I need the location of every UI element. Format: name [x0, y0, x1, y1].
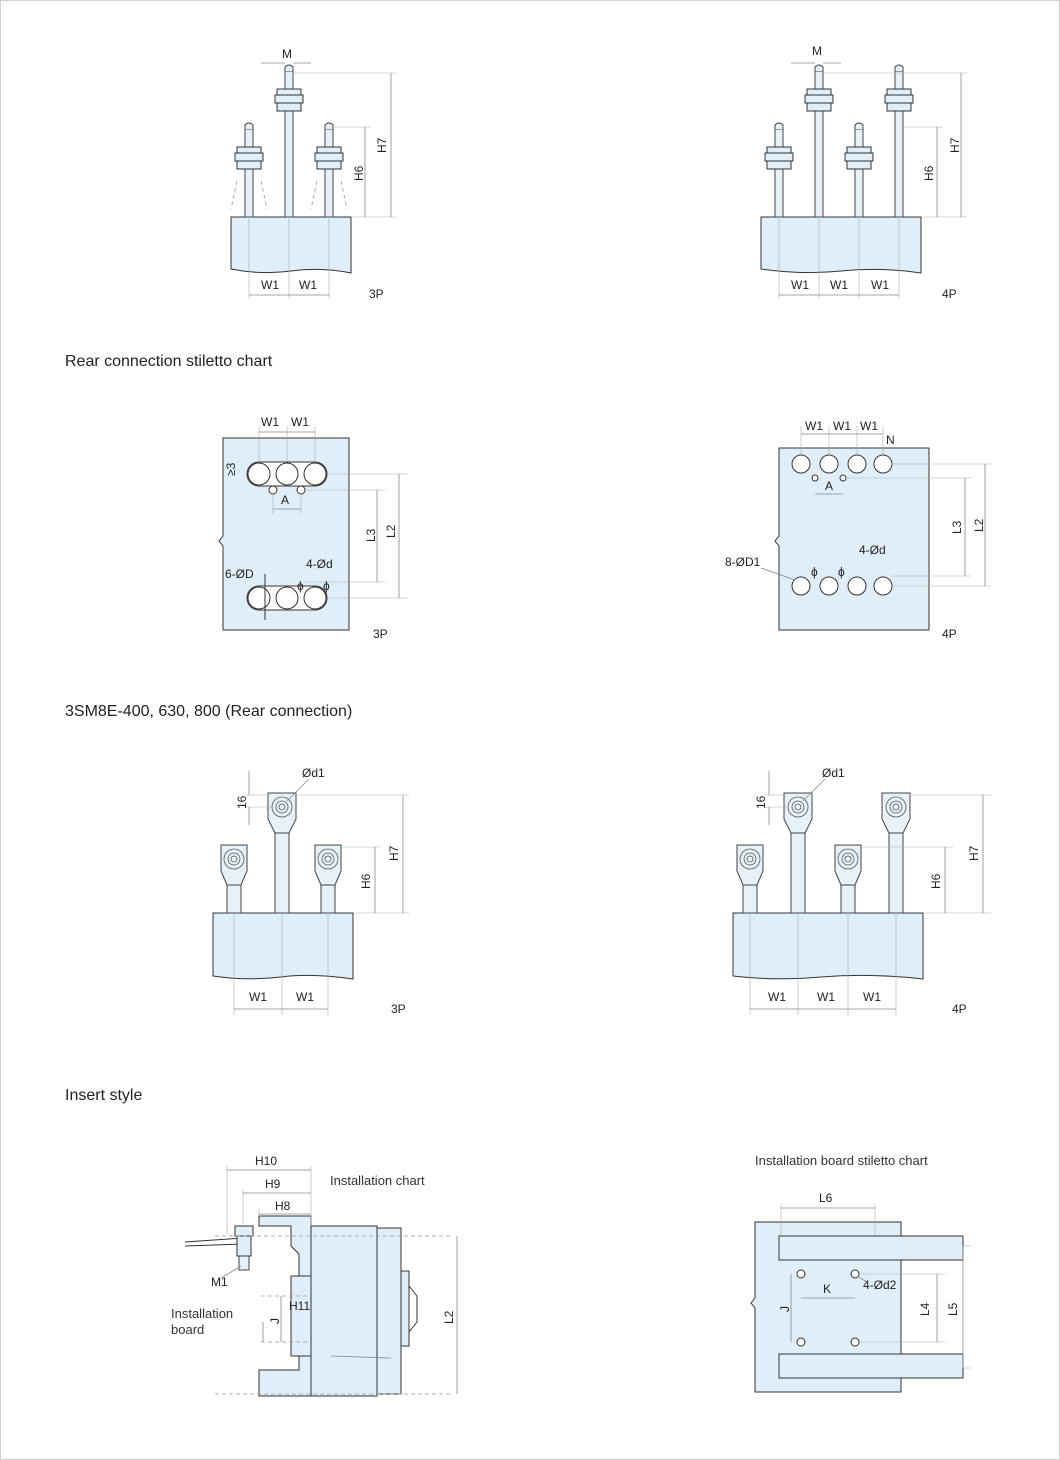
rear-stiletto-4p-diagram: W1 W1 W1 N A L3 L2 8-ØD1 4-Ød ϕ ϕ 4P	[725, 419, 991, 641]
w1-label: W1	[249, 990, 267, 1004]
phi-symbol: ϕ	[811, 565, 818, 579]
pole-4p-label: 4P	[942, 287, 957, 301]
l2-label: L2	[442, 1310, 456, 1324]
pole-3p-label: 3P	[369, 287, 384, 301]
16-label: 16	[754, 795, 768, 809]
rear-connection-3p-diagram: Ød1 16 H7 H6 W1 W1 3P	[212, 766, 409, 1016]
rear-stiletto-heading: Rear connection stiletto chart	[65, 353, 273, 370]
a-label: A	[825, 479, 833, 493]
w1-label: W1	[805, 419, 823, 433]
h6-label: H6	[352, 165, 366, 181]
installation-chart-caption: Installation chart	[330, 1173, 425, 1188]
4-od-label: 4-Ød	[306, 557, 333, 571]
rear-stiletto-3p-diagram: W1 W1 ≥3 A L3 L2 6-ØD 4-Ød ϕ ϕ 3P	[218, 415, 407, 641]
w1-label: W1	[299, 278, 317, 292]
installation-board-stiletto-caption: Installation board stiletto chart	[755, 1153, 928, 1168]
16-label: 16	[235, 795, 249, 809]
n-label: N	[886, 433, 895, 447]
l3-label: L3	[364, 528, 378, 542]
rear-connection-4p-diagram: Ød1 16 H7 H6 W1 W1 W1 4P	[732, 766, 991, 1016]
l2-label: L2	[384, 524, 398, 538]
l4-label: L4	[918, 1302, 932, 1316]
installation-board-caption: Installation board	[171, 1306, 234, 1337]
h7-label: H7	[967, 845, 981, 861]
h6-label: H6	[929, 873, 943, 889]
phi-symbol: ϕ	[838, 565, 845, 579]
w1-label: W1	[261, 278, 279, 292]
l3-label: L3	[950, 520, 964, 534]
l5-label: L5	[946, 1302, 960, 1316]
w1-label: W1	[261, 415, 279, 429]
l2-label: L2	[972, 518, 986, 532]
h7-label: H7	[375, 137, 389, 153]
w1-label: W1	[830, 278, 848, 292]
4-od2-label: 4-Ød2	[863, 1278, 897, 1292]
w1-label: W1	[833, 419, 851, 433]
l6-label: L6	[819, 1191, 833, 1205]
6-od-label: 6-ØD	[225, 567, 254, 581]
h7-label: H7	[387, 845, 401, 861]
h9-label: H9	[265, 1177, 281, 1191]
pole-4p-label: 4P	[952, 1002, 967, 1016]
rear-connection-heading: 3SM8E-400, 630, 800 (Rear connection)	[65, 703, 353, 720]
4-od-label: 4-Ød	[859, 543, 886, 557]
od1-label: Ød1	[822, 766, 845, 780]
od1-label: Ød1	[302, 766, 325, 780]
h7-label: H7	[948, 137, 962, 153]
h10-label: H10	[255, 1154, 277, 1168]
w1-label: W1	[291, 415, 309, 429]
m-label: M	[812, 44, 822, 58]
phi-symbol: ϕ	[297, 579, 304, 593]
pole-3p-label: 3P	[373, 627, 388, 641]
w1-label: W1	[863, 990, 881, 1004]
m1-label: M1	[211, 1275, 228, 1289]
w1-label: W1	[817, 990, 835, 1004]
phi-symbol: ϕ	[323, 579, 330, 593]
front-stud-3p-diagram: M H7 H6 W1 W1 3P	[230, 47, 397, 301]
j-label: J	[268, 1318, 282, 1324]
8-od1-label: 8-ØD1	[725, 555, 761, 569]
w1-label: W1	[791, 278, 809, 292]
installation-chart-diagram: H10 H9 H8 M1 H11 J L2	[184, 1154, 458, 1397]
w1-label: W1	[296, 990, 314, 1004]
w1-label: W1	[860, 419, 878, 433]
pole-3p-label: 3P	[391, 1002, 406, 1016]
installation-board-stiletto-diagram: L6 K 4-Ød2 J L4 L5	[750, 1191, 971, 1393]
pole-4p-label: 4P	[942, 627, 957, 641]
h8-label: H8	[275, 1199, 291, 1213]
z3-label: ≥3	[224, 462, 238, 476]
h6-label: H6	[359, 873, 373, 889]
j-label: J	[778, 1306, 792, 1312]
a-label: A	[281, 493, 289, 507]
front-stud-4p-diagram: M H7 H6 W1 W1 W1 4P	[760, 44, 967, 301]
m-label: M	[282, 47, 292, 61]
k-label: K	[823, 1282, 831, 1296]
w1-label: W1	[768, 990, 786, 1004]
h6-label: H6	[922, 165, 936, 181]
insert-style-heading: Insert style	[65, 1087, 143, 1104]
h11-label: H11	[289, 1299, 310, 1313]
w1-label: W1	[871, 278, 889, 292]
